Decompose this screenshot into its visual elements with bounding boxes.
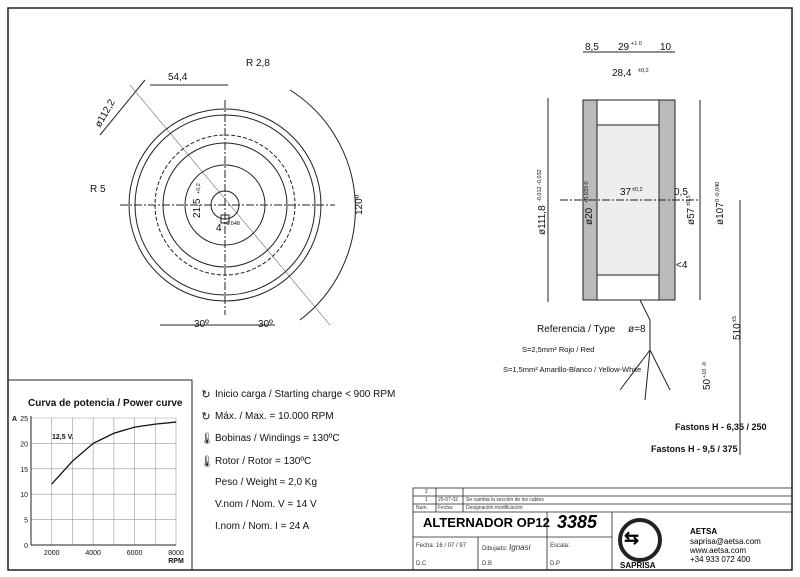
dim-r2-8: R 2,8 — [246, 58, 270, 69]
tol-diam-20: +0,033 0 — [584, 181, 590, 203]
company-web[interactable]: www.aetsa.com — [690, 546, 747, 555]
tol-diam-111-8: -0,012 -0,032 — [537, 169, 543, 202]
chart-title: Curva de potencia / Power curve — [28, 398, 183, 409]
head-desc: Designación modificación — [466, 505, 523, 511]
dim-30deg-left: 30º — [194, 319, 209, 330]
dim-10: 10 — [660, 42, 672, 53]
dibujado-field: Dibujado: Ignasi — [482, 543, 531, 552]
y-tick-label: 0 — [24, 543, 28, 550]
rotation-icon: ↻ — [201, 411, 211, 423]
y-tick-label: 25 — [20, 416, 28, 423]
dim-diam-107: ø107 — [715, 202, 726, 225]
fecha-field: Fecha: 16 / 07 / 97 — [416, 543, 467, 549]
spec-weight: Peso / Weight ≈ 2,0 Kg — [215, 477, 318, 488]
spec-nominal-current: I.nom / Nom. I = 24 A — [215, 521, 310, 532]
tol-diam-57: ±0,5 — [686, 195, 692, 206]
thermometer-icon: 🌡 — [200, 456, 214, 468]
dc-signature: D.C — [416, 561, 427, 567]
cable-red-label: S=2,5mm² Rojo / Red — [522, 345, 594, 354]
x-tick-label: 2000 — [44, 550, 60, 557]
cable-yellow-white-label: S=1,5mm² Amarillo-Blanco / Yellow-White — [503, 365, 641, 374]
title-block — [412, 487, 793, 571]
logo-text: SAPRISA — [620, 561, 656, 570]
x-tick-label: 4000 — [85, 550, 101, 557]
dim-28-4: 28,4 — [612, 68, 632, 79]
dim-4: 4 — [216, 223, 222, 234]
y-tick-label: 15 — [20, 467, 28, 474]
head-date: Fecha: — [438, 505, 454, 511]
tol-diam-107: 0 -0,040 — [715, 182, 721, 202]
spec-windings-temp: 🌡Bobinas / Windings = 130ºC — [200, 433, 340, 445]
spec-nominal-voltage: V.nom / Nom. V = 14 V — [215, 499, 317, 510]
power-curve-chart: 0 5 10 15 20 25 2000 4000 6000 8000 A RPM 12,5 V. — [12, 416, 184, 565]
y-axis-label: A — [12, 416, 17, 423]
tol-50: +10 -0 — [702, 362, 708, 378]
dim-21-5: 21,5 — [192, 198, 203, 218]
y-tick-label: 10 — [20, 492, 28, 499]
rev-1-date: 25-07-02 — [438, 497, 459, 503]
x-tick-label: 8000 — [168, 550, 184, 557]
dim-50: 50 — [702, 378, 713, 390]
reference-label: Referencia / Type — [537, 324, 616, 335]
dp-signature: D.P — [550, 561, 561, 567]
rev-1-num: 1 — [425, 497, 428, 503]
product-name: ALTERNADOR OP12 — [423, 515, 550, 530]
company-email[interactable]: saprisa@aetsa.com — [690, 537, 761, 546]
faston-9-5-label: Fastons H - 9,5 / 375 — [651, 444, 738, 454]
company-phone: +34 933 072 400 — [690, 555, 751, 564]
dim-lt-4: <4 — [676, 260, 688, 271]
tol-29: +1 0 — [631, 41, 642, 47]
dim-diam-112: ø112,2 — [93, 97, 118, 129]
voltage-annotation: 12,5 V. — [52, 434, 74, 441]
drawing-code: 3385 — [557, 512, 598, 532]
front-view — [99, 79, 356, 326]
dim-0-5: 0,5 — [674, 187, 688, 198]
dim-30deg-right: 30º — [258, 319, 273, 330]
dim-8-5: 8,5 — [585, 42, 599, 53]
tol-510: ±5 — [732, 316, 738, 322]
dim-diam-111-8: ø111,8 — [537, 205, 548, 235]
tol-4: +0,048 — [223, 221, 240, 227]
dim-54-4: 54,4 — [168, 72, 188, 83]
tol-28-4: ±0,2 — [638, 68, 649, 74]
dim-510: 510 — [732, 323, 743, 340]
reference-value: ø=8 — [628, 324, 646, 335]
y-tick-label: 20 — [20, 441, 28, 448]
side-view — [547, 51, 741, 455]
escala-label: Escala: — [550, 543, 570, 549]
tol-21-5: +0,2 — [196, 183, 202, 194]
dim-29: 29 — [618, 42, 630, 53]
dim-120deg: 120º — [354, 194, 365, 215]
faston-6-35-label: Fastons H - 6,35 / 250 — [675, 422, 767, 432]
rev-1-desc: Se cambia la sección de los cables — [466, 497, 544, 503]
head-num: Num. — [416, 505, 428, 511]
rev-2-num: 2 — [425, 489, 428, 495]
chart-frame — [7, 379, 193, 571]
dim-diam-20: ø20 — [584, 207, 595, 225]
spec-max-rpm: ↻Máx. / Max. = 10.000 RPM — [201, 411, 334, 423]
x-axis-label: RPM — [168, 558, 184, 565]
dim-37: 37 — [620, 187, 632, 198]
thermometer-icon: 🌡 — [200, 433, 214, 445]
dim-diam-57: ø57 — [686, 207, 697, 225]
dim-r5: R 5 — [90, 184, 106, 195]
db-signature: D.B — [482, 561, 493, 567]
company-name: AETSA — [690, 527, 718, 536]
spec-starting-charge: ↻Inicio carga / Starting charge < 900 RP… — [201, 389, 396, 401]
saprisa-logo-icon: ⇆ — [624, 528, 640, 548]
tol-37: ±0,2 — [632, 187, 643, 193]
y-tick-label: 5 — [24, 518, 28, 525]
rotation-icon: ↻ — [201, 389, 211, 401]
x-tick-label: 6000 — [127, 550, 143, 557]
spec-rotor-temp: 🌡Rotor / Rotor = 130ºC — [200, 456, 312, 468]
